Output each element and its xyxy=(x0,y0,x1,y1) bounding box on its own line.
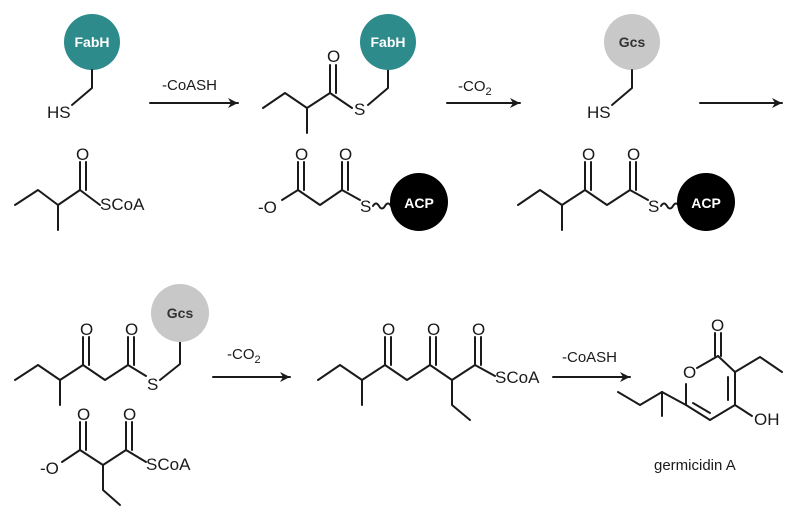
acyl-fabh-linker xyxy=(367,67,389,106)
arrow-step-3: -CO2 xyxy=(212,346,291,382)
malonyl-acid-oxygen: O xyxy=(295,145,308,164)
wavy-bond xyxy=(372,202,392,210)
arrow-row1-head xyxy=(772,98,782,108)
gcs-linker xyxy=(611,69,633,106)
malonyl-thioester-oxygen: O xyxy=(339,145,352,164)
gcs-thiol: Gcs HS xyxy=(587,14,660,122)
product-name: germicidin A xyxy=(654,457,736,474)
arrow-1-head xyxy=(228,98,238,108)
step3-condition: -CO2 xyxy=(227,346,261,366)
gcs-enzyme-circle-2 xyxy=(151,284,209,342)
em-thioester-oxygen: O xyxy=(123,405,136,424)
acp-label: ACP xyxy=(404,195,434,211)
ring-c6-c5 xyxy=(685,404,711,421)
malonyl-sulfur: S xyxy=(360,197,371,216)
arrow-4-head xyxy=(620,372,630,382)
ring-c6-c5-double xyxy=(692,402,711,414)
sbutyl-ethyl xyxy=(617,391,663,406)
arrow-step-1: -CoASH xyxy=(149,77,239,108)
gcs-thiol-label: HS xyxy=(587,103,611,122)
arrow-row1-end xyxy=(699,98,783,108)
em-carboxylate-oxygen: -O xyxy=(40,459,59,478)
acp-circle xyxy=(390,173,448,231)
ring-c5-c4 xyxy=(709,404,736,421)
germicidin-a: O O OH germicidin A xyxy=(617,316,783,474)
tk-scoa-label: SCoA xyxy=(495,368,540,387)
sbutyl-attach xyxy=(661,391,687,406)
carbonyl-oxygen: O xyxy=(76,145,89,164)
tk-ethyl xyxy=(451,379,471,421)
acp-label-2: ACP xyxy=(691,195,721,211)
diketide-sulfur: S xyxy=(648,197,659,216)
step2-condition: -CO2 xyxy=(458,78,492,98)
em-chain xyxy=(61,449,147,466)
carboxylate-oxygen: -O xyxy=(258,198,277,217)
methylbutyryl-chain xyxy=(14,189,101,206)
tk-keto2-oxygen: O xyxy=(427,320,440,339)
ring-ethyl xyxy=(734,356,783,373)
thiol-label: HS xyxy=(47,103,71,122)
fabh-linker xyxy=(71,69,93,106)
acyl-oxygen: O xyxy=(327,47,340,66)
ethylmalonyl-coa: -O O O SCoA xyxy=(40,405,191,506)
diketide-chain xyxy=(517,189,649,206)
diketide-keto-oxygen: O xyxy=(582,145,595,164)
fabh-label: FabH xyxy=(75,34,110,50)
step4-condition: -CoASH xyxy=(562,349,617,366)
em-scoa-label: SCoA xyxy=(146,455,191,474)
acyl-fabh: O S FabH xyxy=(262,14,416,134)
ring-c3-c2 xyxy=(717,355,736,373)
methylbutyryl-coa: O SCoA xyxy=(14,145,145,231)
arrow-2-head xyxy=(510,98,520,108)
tk-chain xyxy=(317,364,496,381)
fabh-label-2: FabH xyxy=(371,34,406,50)
arrow-step-4: -CoASH xyxy=(552,349,631,382)
fabh-enzyme-circle-2 xyxy=(360,14,416,70)
dkgcs-chain xyxy=(14,364,147,381)
lactone-oxygen: O xyxy=(711,316,724,335)
tk-keto1-oxygen: O xyxy=(382,320,395,339)
diketide-wavy-bond xyxy=(660,202,680,210)
em-acid-oxygen: O xyxy=(77,405,90,424)
malonyl-acp: -O O O S ACP xyxy=(258,145,448,231)
acyl-sulfur: S xyxy=(354,100,365,119)
fabh-enzyme-circle xyxy=(64,14,120,70)
hydroxyl-label: OH xyxy=(754,410,780,429)
acp-circle-2 xyxy=(677,173,735,231)
hydroxyl-bond xyxy=(734,404,753,417)
gcs-label-2: Gcs xyxy=(167,305,194,321)
arrow-3-head xyxy=(280,372,290,382)
dkgcs-linker xyxy=(159,341,181,381)
triketide-coa: O O O SCoA xyxy=(317,320,540,421)
scoa-label: SCoA xyxy=(100,195,145,214)
tk-thioester-oxygen: O xyxy=(472,320,485,339)
em-ethyl xyxy=(102,464,121,506)
diketide-thioester-oxygen: O xyxy=(627,145,640,164)
dkgcs-sulfur: S xyxy=(147,375,158,394)
step1-condition: -CoASH xyxy=(162,77,217,94)
dkgcs-keto-oxygen: O xyxy=(80,320,93,339)
dkgcs-thioester-oxygen: O xyxy=(125,320,138,339)
diketide-gcs: O O S Gcs xyxy=(14,284,209,406)
diketide-acp: O O S ACP xyxy=(517,145,735,231)
gcs-label: Gcs xyxy=(619,34,646,50)
arrow-step-2: -CO2 xyxy=(446,78,521,108)
ring-oxygen: O xyxy=(683,363,696,382)
acyl-chain xyxy=(262,92,353,109)
ring-c2-o1 xyxy=(696,355,719,369)
fabh-thiol: FabH HS xyxy=(47,14,120,122)
malonyl-chain xyxy=(281,189,361,206)
gcs-enzyme-circle xyxy=(604,14,660,70)
